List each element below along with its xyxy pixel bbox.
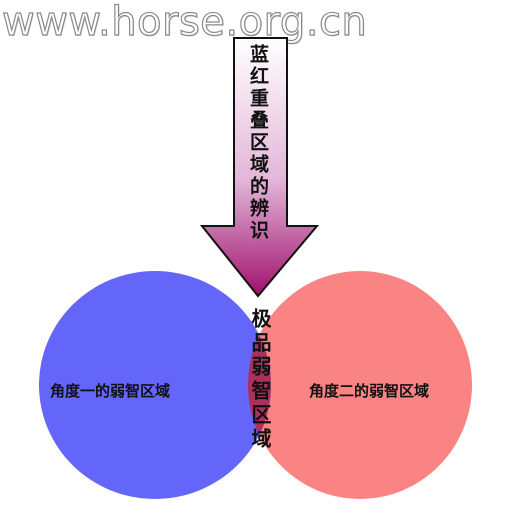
- left-set-circle: [39, 271, 271, 499]
- right-set-label: 角度二的弱智区域: [309, 382, 430, 400]
- overlap-label: 极品弱智区域: [248, 308, 272, 452]
- right-set-circle: [248, 271, 472, 499]
- down-arrow: [199, 37, 320, 298]
- watermark-text: www.horse.org.cn: [1, 0, 368, 46]
- left-set-label: 角度一的弱智区域: [50, 382, 171, 400]
- arrow-label: 蓝红重叠区域的辨识: [247, 44, 269, 242]
